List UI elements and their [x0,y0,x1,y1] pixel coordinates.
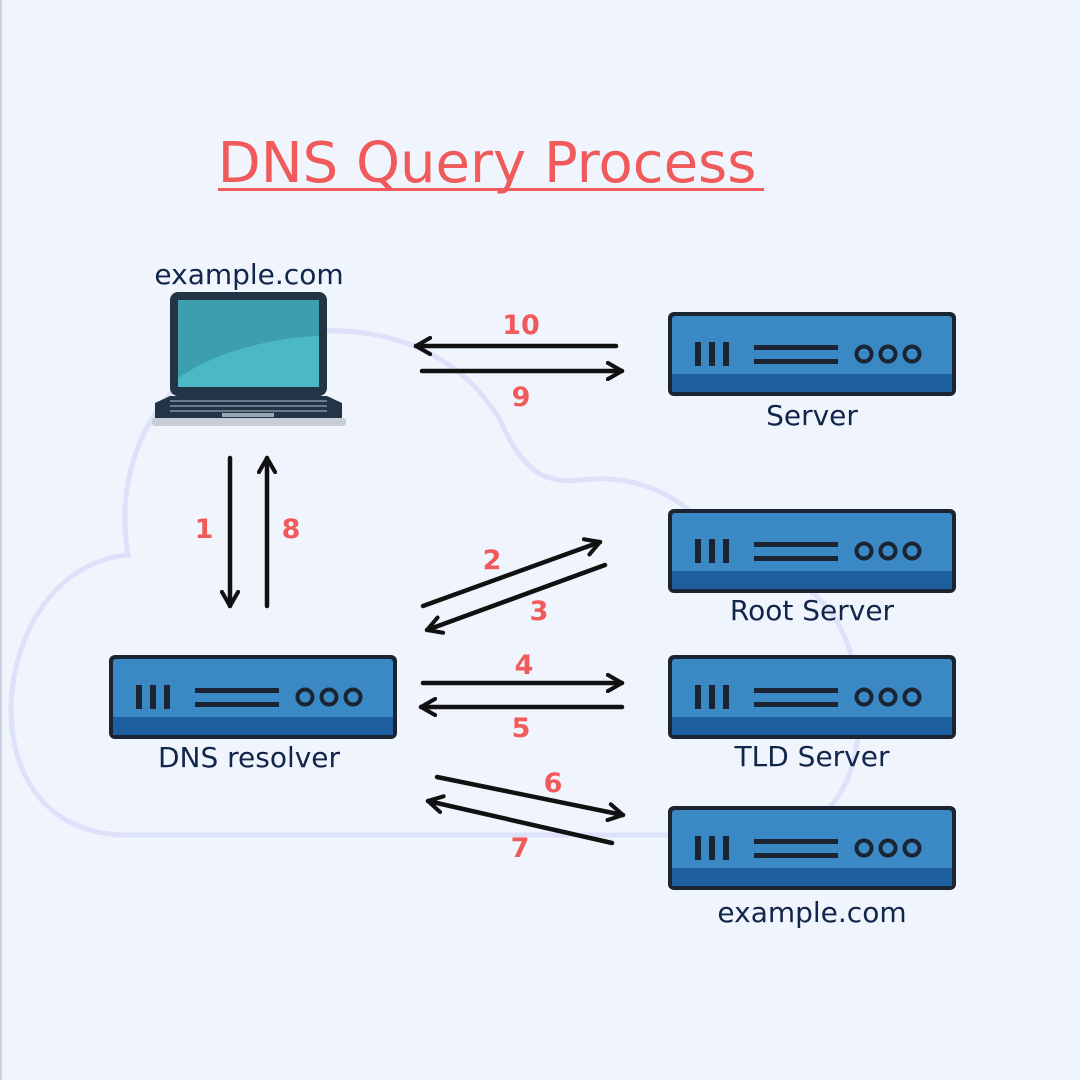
arrow-step-3 [424,562,608,635]
step-number: 4 [515,650,534,681]
step-number: 7 [511,833,530,864]
server-rack-icon [666,507,958,595]
title-underline [218,188,764,191]
arrow-step-6 [434,774,626,823]
step-number: 6 [544,768,563,799]
authoritative-server-label: example.com [717,896,906,929]
arrow-step-2 [420,537,603,609]
server-rack-icon [666,804,958,892]
root-server-label: Root Server [730,594,895,627]
web-server-label: Server [766,399,858,432]
step-number: 5 [512,713,531,744]
arrow-step-7 [425,794,615,846]
laptop-icon [152,292,346,426]
resolver-label: DNS resolver [158,741,341,774]
server-rack-icon [107,653,399,741]
page-edge [0,0,2,1080]
server-rack-icon [666,310,958,398]
diagram-title: DNS Query Process [218,131,757,196]
step-number: 1 [195,514,214,545]
tld-server-label: TLD Server [734,740,890,773]
step-number: 3 [530,596,549,627]
step-number: 10 [502,310,540,341]
step-number: 8 [282,514,301,545]
step-number: 9 [512,382,531,413]
step-number: 2 [483,545,502,576]
client-label: example.com [154,258,343,291]
server-rack-icon [666,653,958,741]
cloud-outline [8,328,862,838]
